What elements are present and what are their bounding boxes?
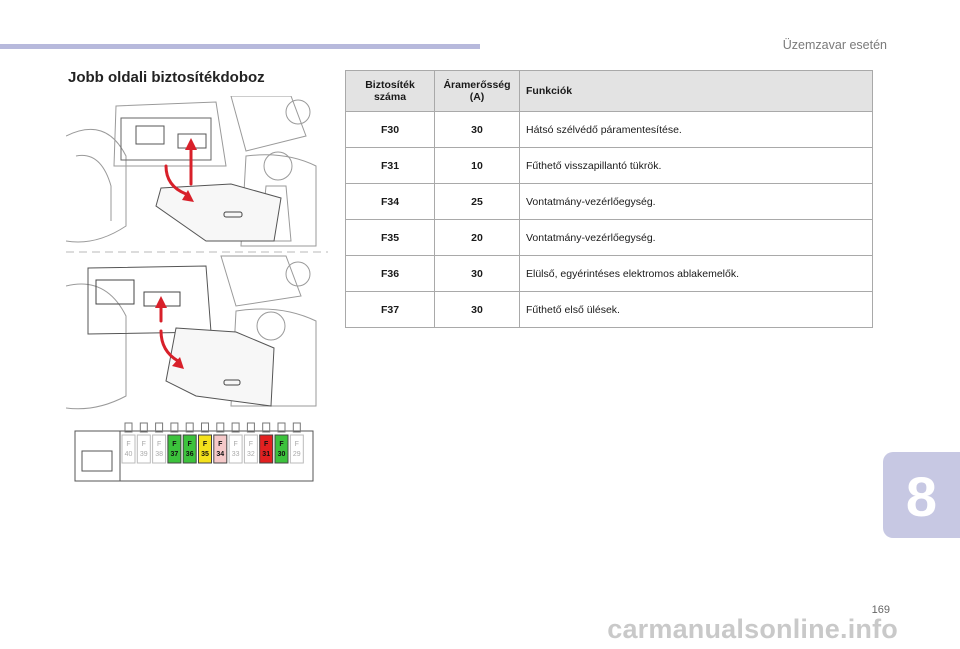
section-title: Üzemzavar esetén (782, 38, 887, 52)
header-amperage: Áramerősség (A) (434, 70, 520, 112)
fuse-function: Fűthető visszapillantó tükrök. (519, 147, 873, 184)
fuse-slot-number: 37 (171, 451, 179, 458)
fuse-slot-letter: F (188, 441, 193, 448)
fuse-box-svg: F 40 F 39 F 38 F 37 F 36 F 35 F 34 F 33 F 32 F 31 F 30 F 29 (74, 422, 314, 482)
header-functions: Funkciók (519, 70, 873, 112)
fuse-slot-letter: F (249, 441, 253, 448)
fuse-amperage: 30 (434, 291, 520, 328)
chapter-number: 8 (905, 465, 938, 528)
fuse-slot-f31 (259, 434, 274, 464)
fuse-number: F37 (345, 291, 435, 328)
fuse-slot-tab (216, 422, 225, 433)
fuse-function: Vontatmány-vezérlőegység. (519, 183, 873, 220)
fuse-box-location-illustration (66, 96, 328, 410)
fuse-box-diagram: F 40 F 39 F 38 F 37 F 36 F 35 F 34 F 33 F 32 F 31 F 30 F 29 (74, 421, 320, 483)
fuse-amperage: 30 (434, 111, 520, 148)
fuse-slot-tab (231, 422, 240, 433)
fuse-slot-number: 32 (247, 451, 255, 458)
fuse-amperage: 10 (434, 147, 520, 184)
fuse-slot-number: 38 (155, 451, 163, 458)
fuse-slot-f32 (243, 434, 258, 464)
fuse-slot-tab (246, 422, 255, 433)
fuse-slot-tab (292, 422, 301, 433)
fuse-slot-number: 30 (278, 451, 286, 458)
fuse-slot-tab (124, 422, 133, 433)
fuse-slot-number: 40 (125, 451, 133, 458)
fuse-slot-tab (185, 422, 194, 433)
fuse-slot-number: 36 (186, 451, 194, 458)
fuse-slot-letter: F (218, 441, 223, 448)
fuse-slot-letter: F (295, 441, 299, 448)
fuse-table: Biztosíték száma Áramerősség (A) Funkció… (345, 70, 873, 328)
fuse-number: F31 (345, 147, 435, 184)
fuse-slot-tab (262, 422, 271, 433)
fuse-number: F30 (345, 111, 435, 148)
fuse-slot-letter: F (233, 441, 237, 448)
fuse-slot-f34 (213, 434, 228, 464)
fuse-slot-tab (201, 422, 209, 433)
fuse-slot-tab (170, 422, 179, 433)
fuse-slot-letter: F (172, 441, 177, 448)
fuse-slot-letter: F (279, 441, 284, 448)
fuse-slot-f40 (121, 434, 136, 464)
fuse-slot-f33 (228, 434, 243, 464)
fuse-slot-number: 35 (201, 451, 209, 458)
chapter-tab: 8 (883, 452, 960, 538)
fuse-slot-letter: F (157, 441, 161, 448)
page-title: Jobb oldali biztosítékdoboz (68, 69, 265, 86)
header-accent-bar (0, 44, 480, 49)
fuse-amperage: 25 (434, 183, 520, 220)
page-number: 169 (871, 604, 890, 616)
fuse-function: Hátsó szélvédő páramentesítése. (519, 111, 873, 148)
fuse-number: F36 (345, 255, 435, 292)
fuse-slot-number: 39 (140, 451, 148, 458)
fuse-slot-letter: F (142, 441, 146, 448)
fuse-slot-letter: F (264, 441, 269, 448)
fuse-function: Elülső, egyérintéses elektromos ablakeme… (519, 255, 873, 292)
fuse-slot-letter: F (203, 441, 208, 448)
fuse-slot-f29 (289, 434, 304, 464)
fuse-number: F35 (345, 219, 435, 256)
watermark: carmanualsonline.info (607, 614, 898, 644)
fuse-slot-tab (155, 422, 164, 433)
fuse-slot-f35 (198, 434, 212, 464)
fuse-slot-f39 (136, 434, 151, 464)
fuse-slot-f37 (167, 434, 182, 464)
fuse-slot-letter: F (126, 441, 130, 448)
fuse-function: Vontatmány-vezérlőegység. (519, 219, 873, 256)
fuse-number: F34 (345, 183, 435, 220)
fuse-slot-tab (139, 422, 148, 433)
fuse-slot-number: 29 (293, 451, 301, 458)
fuse-slot-number: 33 (232, 451, 240, 458)
fuse-amperage: 30 (434, 255, 520, 292)
fuse-slot-f30 (274, 434, 289, 464)
fuse-slot-number: 34 (216, 451, 224, 458)
header-fuse-number: Biztosíték száma (345, 70, 435, 112)
fuse-function: Fűthető első ülések. (519, 291, 873, 328)
fuse-table-header: Biztosíték száma Áramerősség (A) Funkció… (345, 70, 873, 112)
fuse-slot-number: 31 (262, 451, 270, 458)
fuse-slot-f36 (182, 434, 197, 464)
fuse-slot-tab (277, 422, 286, 433)
fuse-slot-f38 (152, 434, 167, 464)
fuse-amperage: 20 (434, 219, 520, 256)
